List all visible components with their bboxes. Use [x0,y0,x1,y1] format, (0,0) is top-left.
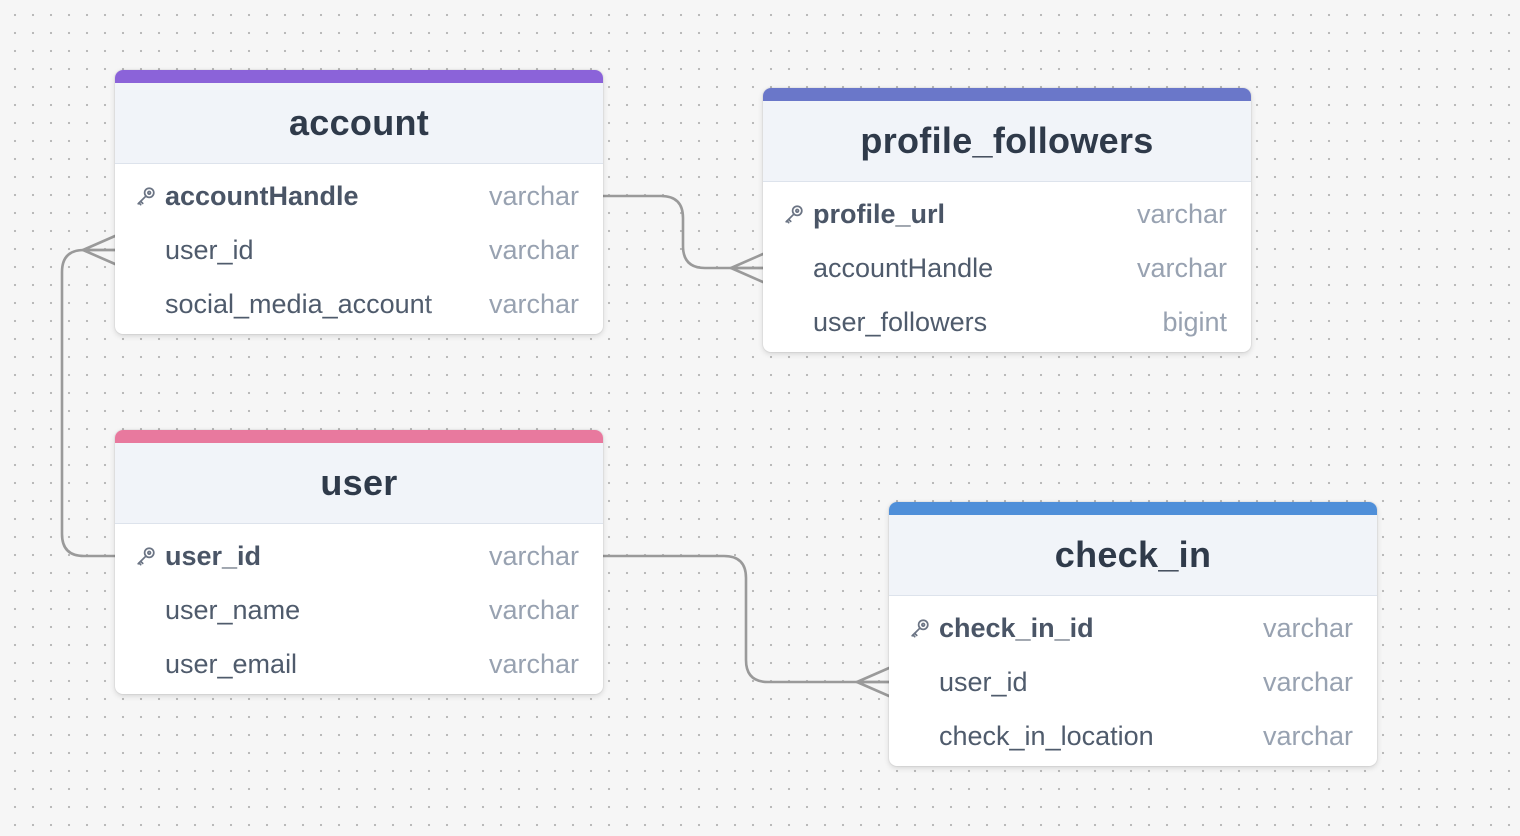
column-row[interactable]: check_in_id varchar [889,601,1377,655]
column-type: varchar [488,180,579,211]
column-row[interactable]: accountHandle varchar [763,241,1251,295]
table-color-bar [115,430,603,443]
column-row[interactable]: user_name varchar [115,583,603,637]
primary-key-column-name: accountHandle [165,180,359,211]
table-title: profile_followers [860,120,1154,161]
column-row[interactable]: accountHandle varchar [115,169,603,223]
table-color-bar [115,70,603,83]
column-type: varchar [1262,666,1353,697]
column-name: user_name [165,594,301,625]
relationship-line [60,248,117,558]
primary-key-column-name: check_in_id [939,612,1094,643]
key-icon [135,185,157,207]
column-row[interactable]: user_id varchar [889,655,1377,709]
column-type: varchar [1136,198,1227,229]
table-color-bar [763,88,1251,101]
key-icon [783,203,805,225]
table-header[interactable]: user [115,443,603,524]
column-row[interactable]: social_media_account varchar [115,277,603,331]
table-title: user [320,462,398,503]
column-row[interactable]: user_id varchar [115,223,603,277]
column-type: varchar [488,234,579,265]
column-type: varchar [1262,720,1353,751]
key-icon [909,617,931,639]
column-name: user_id [165,234,254,265]
column-type: varchar [488,648,579,679]
crow-foot-many-marker [855,666,891,698]
relationship-line [601,554,891,684]
table-color-bar [889,502,1377,515]
column-type: varchar [488,540,579,571]
column-name: check_in_location [939,720,1154,751]
column-name: social_media_account [165,288,433,319]
column-row[interactable]: check_in_location varchar [889,709,1377,763]
table-header[interactable]: check_in [889,515,1377,596]
column-type: varchar [488,288,579,319]
column-type: varchar [488,594,579,625]
relationship-line [601,194,765,270]
column-name: accountHandle [813,252,994,283]
column-name: user_id [939,666,1028,697]
column-row[interactable]: user_id varchar [115,529,603,583]
column-row[interactable]: user_email varchar [115,637,603,691]
table-header[interactable]: profile_followers [763,101,1251,182]
crow-foot-many-marker [81,234,117,266]
table-title: check_in [1054,534,1212,575]
table-title: account [288,102,430,143]
column-row[interactable]: profile_url varchar [763,187,1251,241]
column-type: varchar [1136,252,1227,283]
primary-key-column-name: profile_url [813,198,946,229]
table-header[interactable]: account [115,83,603,164]
key-icon [135,545,157,567]
primary-key-column-name: user_id [165,540,262,571]
column-type: varchar [1262,612,1353,643]
crow-foot-many-marker [729,252,765,284]
column-row[interactable]: user_followers bigint [763,295,1251,349]
column-name: user_followers [813,306,988,337]
column-type: bigint [1162,306,1227,337]
column-name: user_email [165,648,298,679]
